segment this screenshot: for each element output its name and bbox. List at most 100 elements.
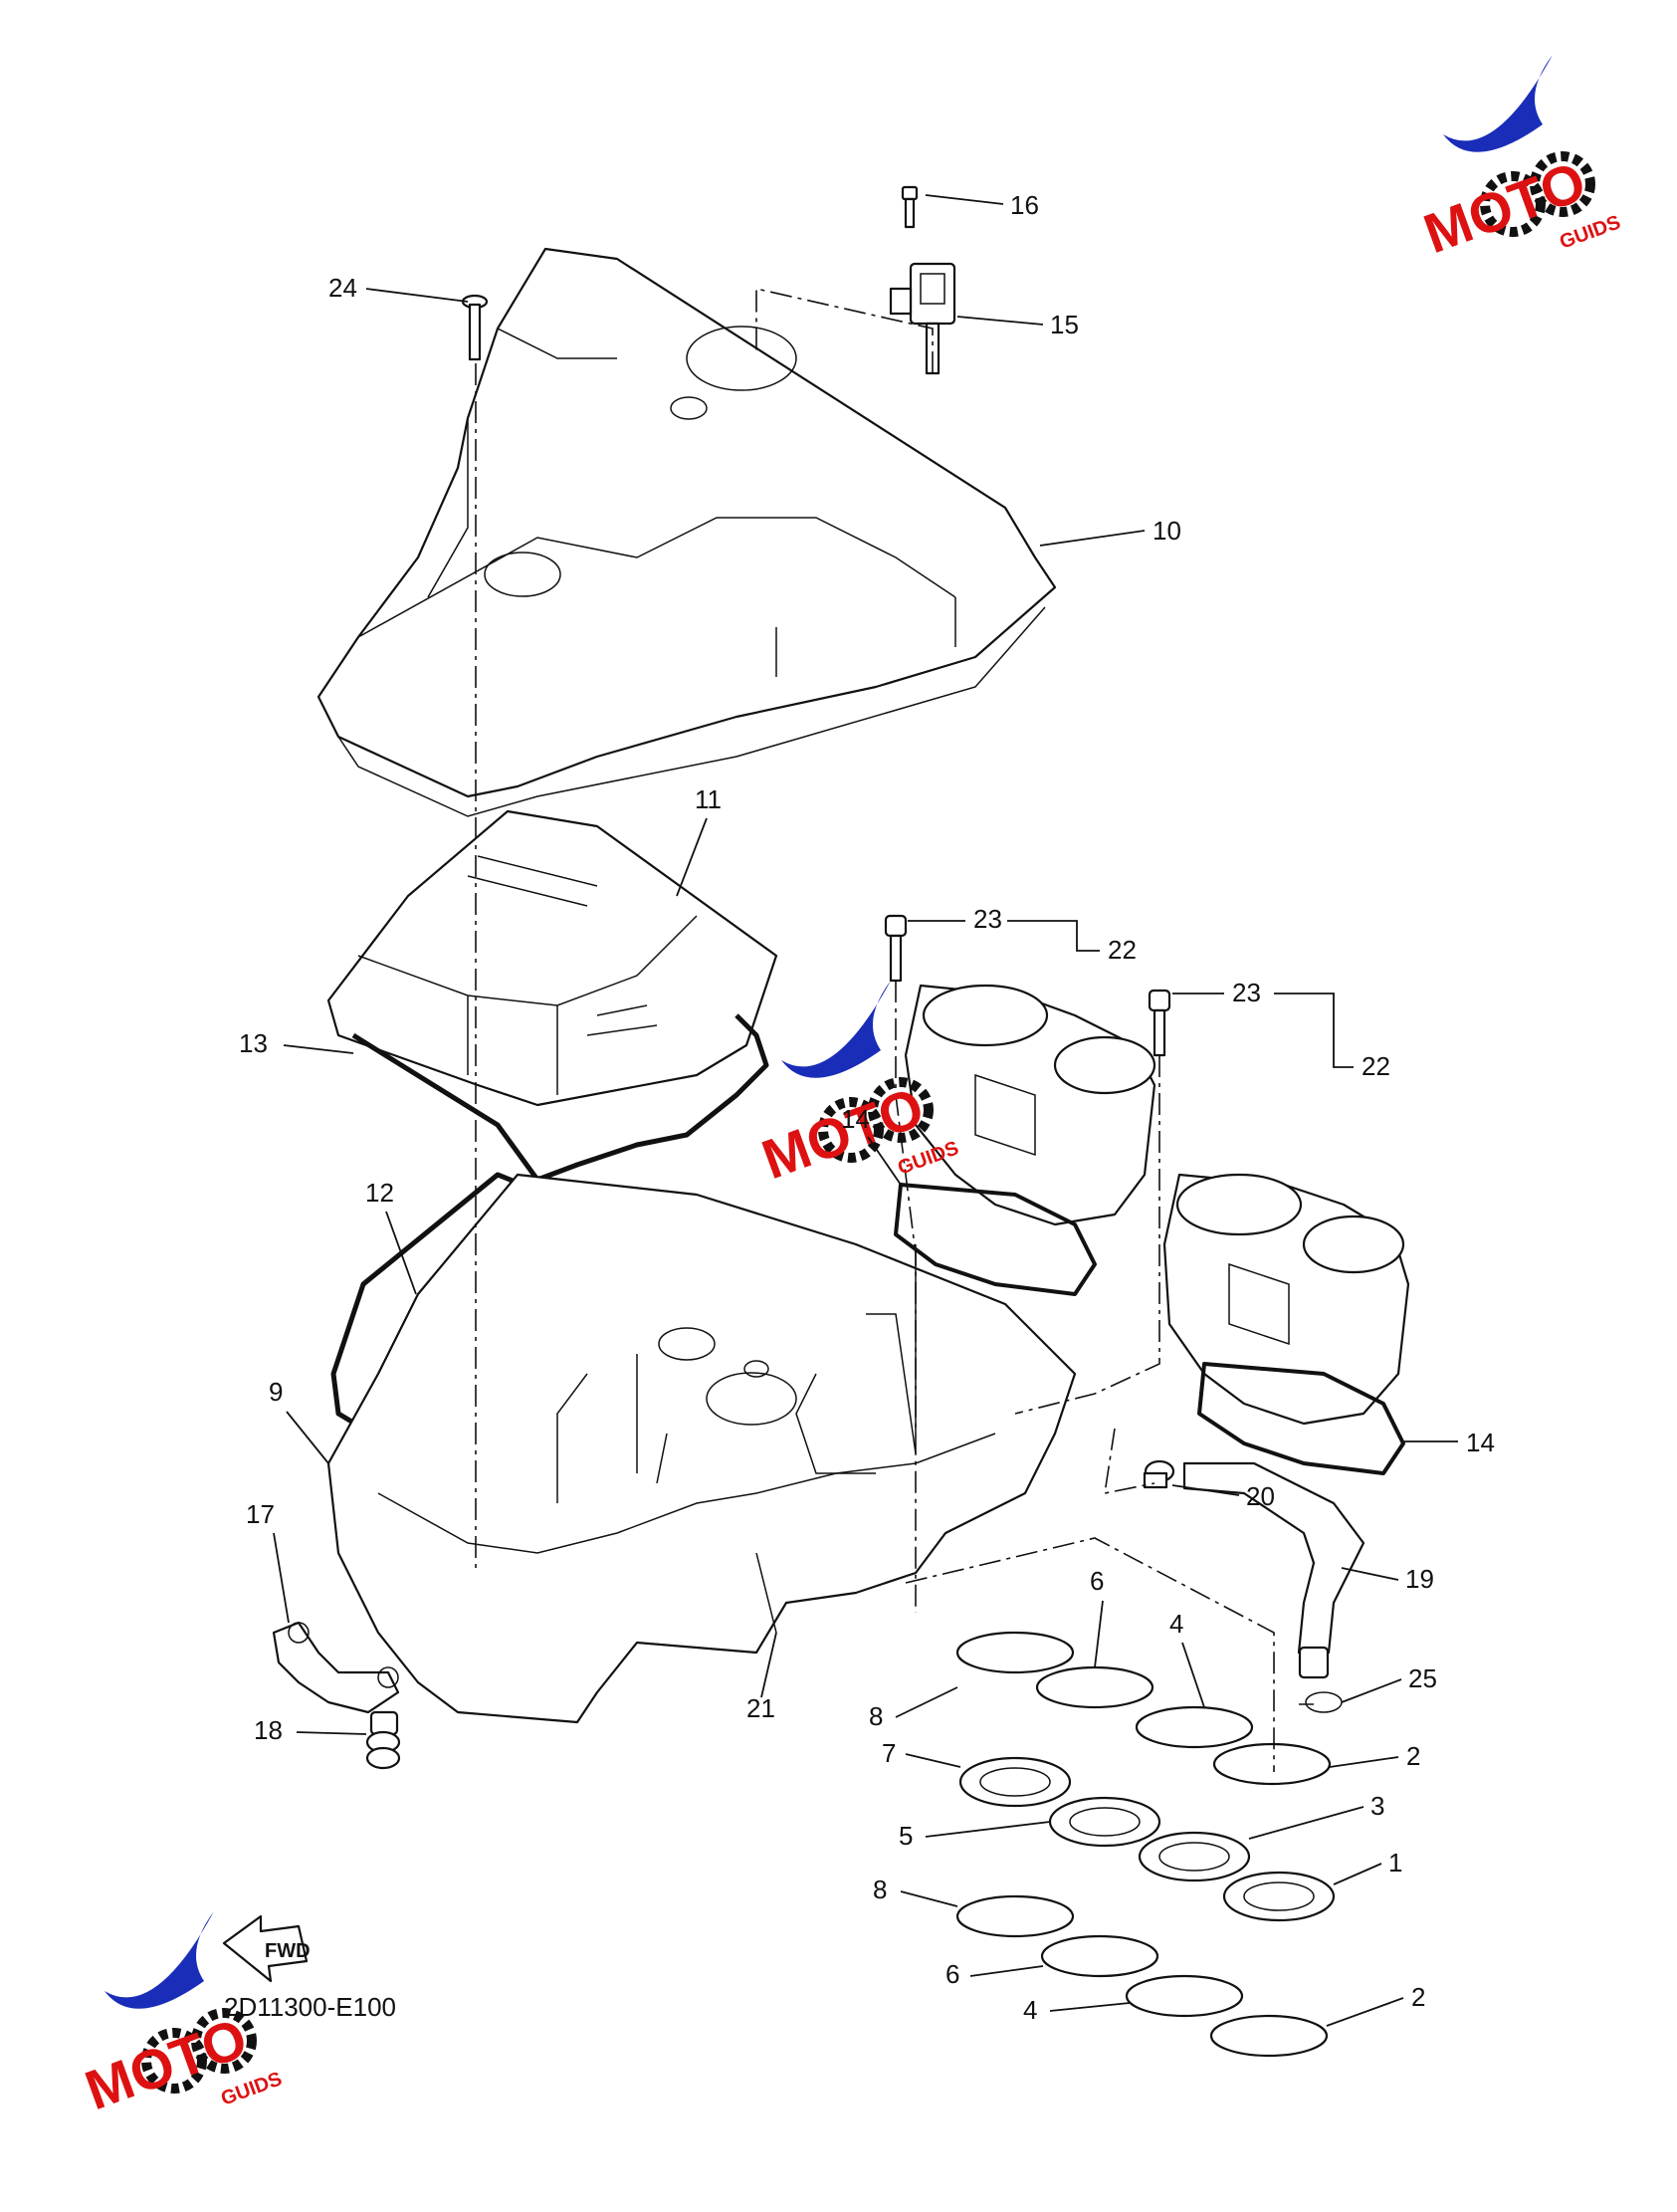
callout-c9: 9 [269,1377,329,1464]
callout-c21: 21 [746,1632,777,1723]
callout-number: 2 [1406,1741,1420,1771]
callout-number: 11 [695,784,722,814]
callout-c4b: 4 [1023,1995,1131,2025]
callout-c5: 5 [899,1821,1051,1851]
callout-number: 14 [1466,1428,1495,1457]
airbox-case-part [326,1173,1077,1724]
callout-c19: 19 [1341,1564,1434,1594]
callout-c6b: 6 [945,1959,1044,1989]
callout-leader-line [1333,1863,1382,1885]
callout-c13: 13 [239,1028,354,1058]
throttle-body-joint-part [1162,1173,1410,1426]
callout-leader-line [1049,2002,1131,2012]
callout-leader-line [286,1411,329,1464]
joint-bolt-part [884,914,908,983]
hose-end-part [1298,1646,1330,1679]
callout-leader-line [1007,920,1100,952]
callout-number: 23 [973,904,1002,934]
callout-leader-line [969,1965,1044,1977]
callout-number: 14 [841,1104,870,1134]
callout-c11: 11 [676,784,722,897]
callout-number: 23 [1232,978,1261,1007]
callout-leader-line [925,1821,1051,1838]
callout-leader-line [1341,1678,1402,1703]
callout-leader-line [365,288,469,303]
callout-leader-line [1341,1567,1399,1581]
callout-c8a: 8 [869,1686,958,1731]
callout-leader-line [283,1044,354,1054]
callout-c17: 17 [246,1499,290,1624]
callout-leader-line [867,1136,902,1186]
callout-c4a: 4 [1169,1609,1205,1708]
brand-watermark-logo: MOTO GUIDS [1416,55,1623,265]
callout-number: 4 [1169,1609,1183,1639]
callout-leader-line [925,194,1004,205]
callout-leader-line [296,1731,367,1735]
callout-number: 19 [1405,1564,1434,1594]
throttle-body-joint-part [904,984,1156,1226]
sensor-screw-part [901,185,919,229]
callout-layer: 1615241011232223221314129142017196425821… [239,190,1495,2027]
callout-number: 8 [869,1701,883,1731]
mounting-bracket-part [272,1621,400,1714]
callout-number: 22 [1362,1051,1390,1081]
cover-bolt-part [461,294,489,361]
callout-leader-line [1171,1484,1240,1496]
callout-leader-line [1329,1756,1399,1768]
callout-leader-line [1248,1806,1364,1840]
callout-c7: 7 [882,1738,961,1768]
callout-leader-line [1326,1997,1404,2027]
hose-clip-part [1143,1459,1175,1489]
callout-number: 24 [328,273,357,303]
callout-c25: 25 [1341,1663,1437,1703]
joint-gasket-part [1197,1362,1405,1475]
forward-direction-badge: FWD [222,1914,311,1983]
hose-clamp-band-part [955,1631,1332,2058]
callout-leader-line [905,1753,961,1768]
callout-number: 5 [899,1821,913,1851]
callout-c23a: 23 [908,904,1002,934]
callout-c14a: 14 [841,1104,902,1186]
callout-number: 17 [246,1499,275,1529]
callout-c20: 20 [1171,1481,1275,1511]
fwd-label: FWD [265,1940,311,1962]
air-filter-element-part [326,809,778,1107]
callout-c1: 1 [1333,1848,1402,1885]
carburetor-joint-part [958,1756,1336,1922]
callout-leader-line [1094,1600,1104,1668]
assembly-center-lines [475,287,1275,1772]
callout-leader-line [956,316,1044,326]
callout-leader-line [895,1686,958,1718]
spring-clip-part [1299,1691,1343,1713]
callout-c2b: 2 [1326,1982,1425,2027]
callout-number: 10 [1153,516,1181,546]
callout-number: 6 [945,1959,959,1989]
callout-leader-line [1039,530,1146,547]
callout-number: 18 [254,1715,283,1745]
joint-gasket-part [894,1183,1097,1296]
callout-number: 20 [1246,1481,1275,1511]
callout-c22b: 22 [1274,993,1390,1081]
callout-number: 22 [1108,935,1137,965]
rubber-damper-part [365,1710,401,1770]
callout-number: 1 [1388,1848,1402,1878]
callout-number: 16 [1010,190,1039,220]
joint-bolt-part [1148,989,1171,1057]
callout-c2a: 2 [1329,1741,1420,1771]
callout-c24: 24 [328,273,469,303]
callout-c14b: 14 [1403,1428,1495,1457]
filter-gasket-part [351,1013,769,1183]
callout-number: 2 [1411,1982,1425,2012]
callout-leader-line [1181,1642,1205,1708]
callout-number: 6 [1090,1566,1104,1596]
callout-c12: 12 [365,1178,417,1295]
callout-leader-line [760,1632,777,1698]
callout-number: 12 [365,1178,394,1208]
callout-leader-line [1274,993,1354,1068]
callout-c22a: 22 [1007,920,1137,965]
diagram-reference-code: 2D11300-E100 [224,1992,396,2022]
callout-c15: 15 [956,310,1079,339]
callout-c6a: 6 [1090,1566,1104,1668]
callout-number: 15 [1050,310,1079,339]
